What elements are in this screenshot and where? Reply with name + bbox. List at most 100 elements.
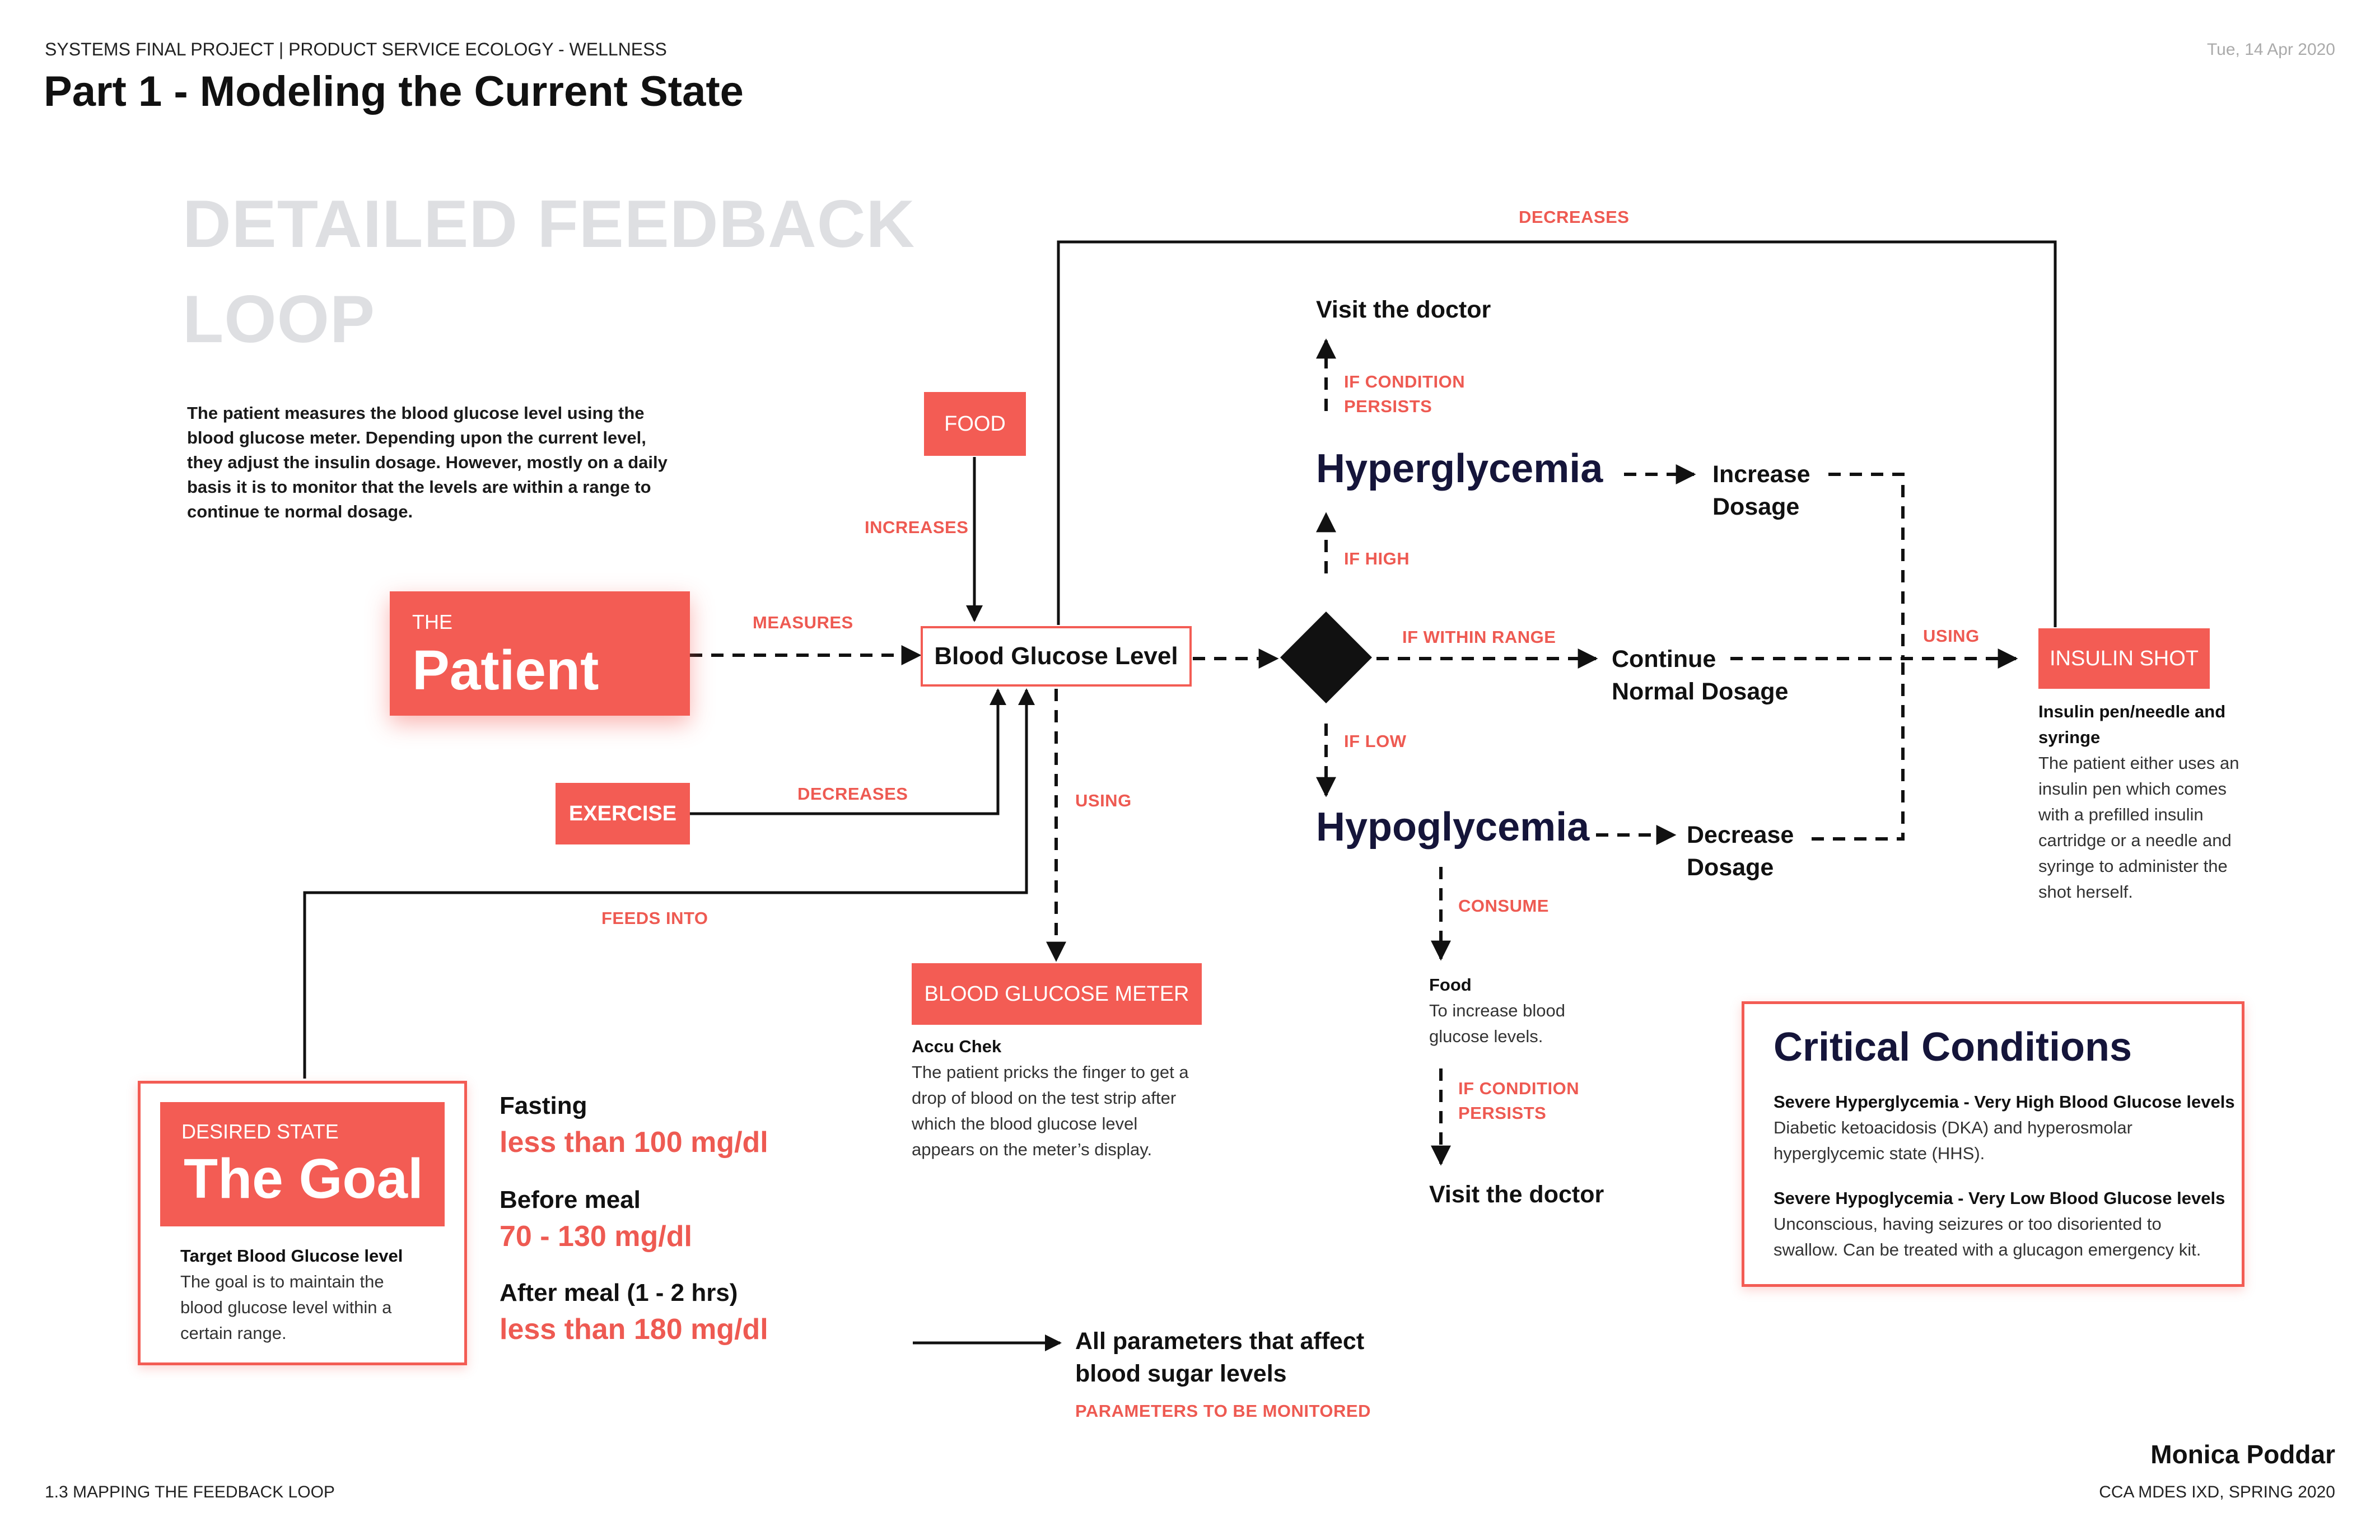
increase-line2: Dosage [1712,493,1800,520]
patient-title: Patient [412,639,599,702]
decision-diamond [1280,612,1372,703]
insulin-description: Insulin pen/needle and syringe The patie… [2038,699,2239,905]
program-label: CCA MDES IXD, SPRING 2020 [2099,1483,2335,1501]
critical-item-1: Severe Hyperglycemia - Very High Blood G… [1774,1089,2235,1166]
exercise-box: EXERCISE [556,783,690,844]
before-meal-label: Before meal [500,1186,641,1214]
description-line: swallow. Can be treated with a glucagon … [1774,1240,2201,1259]
if-persists-top-line2: PERSISTS [1344,396,1432,416]
if-persists-bottom-line1: IF CONDITION [1458,1079,1580,1098]
description-line: syringe to administer the [2038,856,2228,876]
patient-card: THE Patient [390,591,690,716]
visit-doctor-bottom: Visit the doctor [1429,1181,1604,1208]
description-line: The patient measures the blood glucose l… [187,403,645,423]
label-decreases-exercise: DECREASES [797,784,908,804]
description-line: The goal is to maintain the [180,1272,384,1291]
hyperglycemia-node: Hyperglycemia [1316,446,1603,491]
fasting-label: Fasting [500,1092,587,1119]
author-name: Monica Poddar [2150,1440,2335,1469]
increase-dosage-node: Increase Dosage [1712,458,1810,523]
if-persists-top-line1: IF CONDITION [1344,372,1466,391]
insulin-description-title-line1: Insulin pen/needle and [2038,702,2226,721]
legend-line1: All parameters that affect [1075,1328,1365,1355]
goal-frame [138,1081,467,1365]
after-meal-label: After meal (1 - 2 hrs) [500,1279,738,1306]
page-title: Part 1 - Modeling the Current State [44,68,744,115]
insulin-description-title-line2: syringe [2038,727,2101,747]
label-measures: MEASURES [753,613,853,632]
description-line: blood glucose meter. Depending upon the … [187,428,646,447]
critical-item-title: Severe Hyperglycemia - Very High Blood G… [1774,1092,2235,1112]
label-decreases-top: DECREASES [1519,207,1630,227]
description-line: The patient either uses an [2038,753,2239,773]
if-persists-bottom-line2: PERSISTS [1458,1103,1547,1123]
food-consume-node: Food To increase blood glucose levels. [1429,972,1565,1049]
description-line: The patient pricks the finger to get a [912,1062,1189,1082]
project-label: SYSTEMS FINAL PROJECT | PRODUCT SERVICE … [45,39,667,59]
patient-small-label: THE [412,610,452,633]
legend-text: All parameters that affect blood sugar l… [1075,1325,1364,1390]
description-line: basis it is to monitor that the levels a… [187,477,651,497]
description-line: blood glucose level within a [180,1298,392,1317]
description-line: they adjust the insulin dosage. However,… [187,452,668,472]
section-title-line1: DETAILED FEEDBACK [183,186,916,262]
exercise-connector [690,688,1006,815]
decrease-line1: Decrease [1687,822,1794,848]
label-using-meter: USING [1075,791,1132,810]
legend-subtitle: PARAMETERS TO BE MONITORED [1075,1401,1371,1421]
critical-item-2: Severe Hypoglycemia - Very Low Blood Glu… [1774,1186,2225,1263]
continue-line1: Continue [1612,646,1716,673]
description-line: continue te normal dosage. [187,502,413,521]
description-line: glucose levels. [1429,1026,1543,1046]
description-line: Unconscious, having seizures or too diso… [1774,1214,2162,1234]
description-line: drop of blood on the test strip after [912,1088,1177,1108]
decrease-dosage-node: Decrease Dosage [1687,819,1794,884]
description-line: appears on the meter’s display. [912,1140,1152,1159]
insulin-shot-box: INSULIN SHOT [2038,628,2210,689]
label-if-persists-top: IF CONDITION PERSISTS [1344,370,1465,419]
label-consume: CONSUME [1458,896,1549,916]
goal-description: Target Blood Glucose level The goal is t… [180,1243,403,1346]
insulin-decreases-connector [1057,240,2057,627]
after-meal-value: less than 180 mg/dl [500,1313,768,1346]
solid-connectors [303,240,2057,1351]
blood-glucose-meter-box: BLOOD GLUCOSE METER [912,963,1202,1025]
description-line: hyperglycemic state (HHS). [1774,1144,1985,1163]
legend-line2: blood sugar levels [1075,1360,1287,1387]
section-title-line2: LOOP [183,282,376,357]
description-line: which the blood glucose level [912,1114,1138,1133]
label-if-within-range: IF WITHIN RANGE [1402,627,1556,647]
goal-card: DESIRED STATE The Goal [160,1102,445,1226]
fasting-value: less than 100 mg/dl [500,1126,768,1159]
description-line: Diabetic ketoacidosis (DKA) and hyperosm… [1774,1118,2132,1137]
visit-doctor-top: Visit the doctor [1316,296,1491,323]
description-line: certain range. [180,1323,287,1343]
meter-description-title: Accu Chek [912,1037,1002,1056]
label-if-persists-bottom: IF CONDITION PERSISTS [1458,1076,1579,1126]
decrease-to-merge-connector [1812,659,1905,841]
label-increases: INCREASES [865,517,969,537]
label-if-low: IF LOW [1344,731,1407,751]
description-line: insulin pen which comes [2038,779,2227,799]
description-line: shot herself. [2038,882,2133,902]
critical-conditions-card: Critical Conditions Severe Hyperglycemia… [1742,1001,2244,1287]
goal-small-label: DESIRED STATE [181,1120,339,1143]
label-using-insulin: USING [1923,626,1980,646]
dashed-connectors [690,338,2018,1166]
critical-title: Critical Conditions [1774,1025,2132,1070]
description-line: cartridge or a needle and [2038,830,2232,850]
food-box: FOOD [924,392,1026,456]
label-if-high: IF HIGH [1344,549,1410,568]
date-label: Tue, 14 Apr 2020 [2206,40,2335,59]
before-meal-value: 70 - 130 mg/dl [500,1220,692,1253]
label-feeds-into: FEEDS INTO [601,908,708,928]
continue-line2: Normal Dosage [1612,678,1789,705]
increase-to-merge-connector [1828,473,1905,659]
goal-feeds-into-connector [303,688,1035,1079]
meter-description: Accu Chek The patient pricks the finger … [912,1034,1189,1163]
description-line: with a prefilled insulin [2038,805,2204,824]
decrease-line2: Dosage [1687,854,1774,881]
footer-section-label: 1.3 MAPPING THE FEEDBACK LOOP [45,1483,335,1501]
